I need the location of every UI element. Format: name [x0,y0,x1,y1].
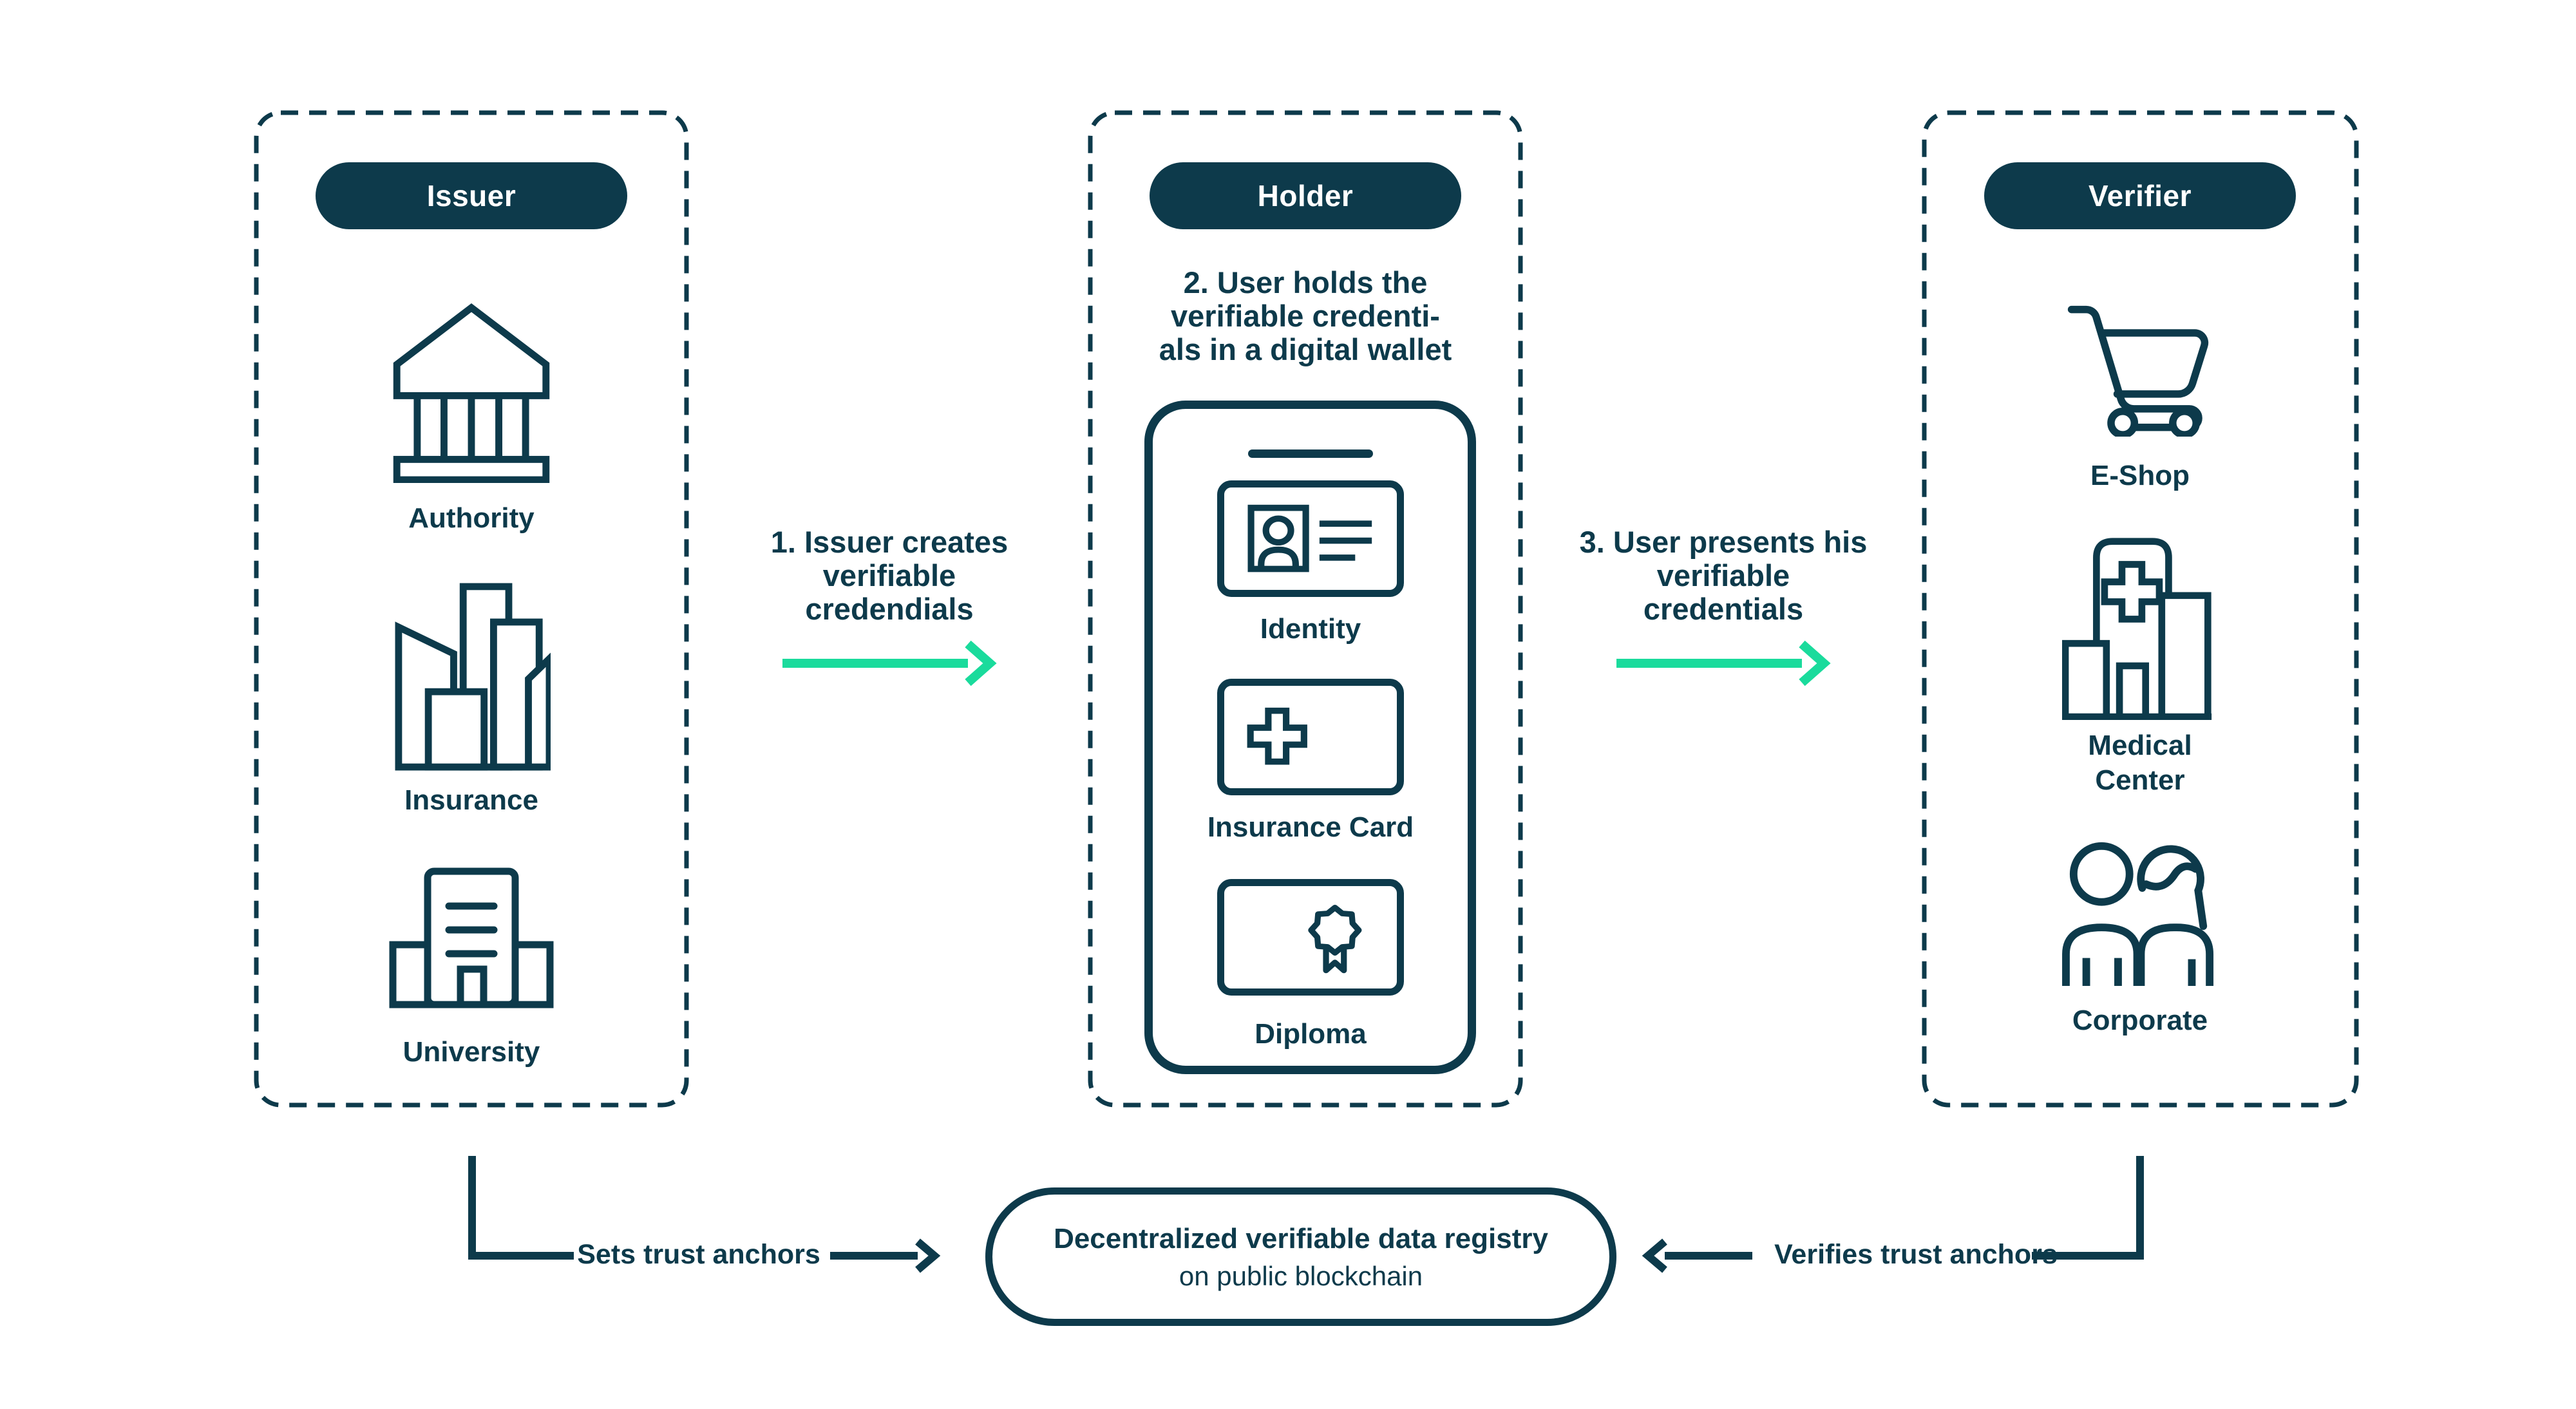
step1-text-line: 1. Issuer creates [770,525,1009,559]
wallet-card-identity [1217,480,1404,597]
issuer-item-insurance-label: Insurance [404,784,538,816]
holder-badge: Holder [1150,162,1461,229]
wallet-card-diploma [1217,879,1404,996]
id-card-icon [1247,504,1372,572]
people-icon [2062,842,2214,987]
step3-text-line: credentials [1643,592,1804,626]
shopping-cart-icon [2067,305,2209,437]
registry-subtitle: on public blockchain [1179,1260,1423,1291]
step3-text-line: verifiable [1656,558,1790,592]
wallet-card-identity-label: Identity [1260,613,1361,645]
verifier-item-eshop-label: E-Shop [2090,460,2190,491]
step1-text-line: verifiable [822,558,956,592]
issuer-badge: Issuer [316,162,627,229]
step1-text: 1. Issuer creates verifiable credendials [735,525,1044,626]
issuer-panel-border [254,110,689,1108]
sets-trust-anchors-label: Sets trust anchors [577,1239,820,1270]
hospital-icon [2062,538,2212,720]
step1-text-line: credendials [805,592,974,626]
issuer-badge-label: Issuer [426,179,516,213]
rosette-seal-icon [1308,904,1362,974]
verifies-trust-arrow-icon [1642,1238,1752,1273]
verifier-registry-connector [2032,1156,2144,1260]
issuer-item-authority-label: Authority [408,502,535,534]
wallet-card-insurance [1217,679,1404,795]
step1-arrow-icon [782,640,997,686]
holder-note-line: 2. User holds the [1183,265,1428,299]
holder-note-line: als in a digital wallet [1159,332,1452,366]
verifier-badge: Verifier [1984,162,2296,229]
issuer-registry-connector [468,1156,574,1260]
smartphone-wallet-frame [1144,401,1476,1074]
step3-arrow-icon [1616,640,1831,686]
city-buildings-icon [395,583,551,771]
step3-text: 3. User presents his verifiable credenti… [1569,525,1878,626]
wallet-card-diploma-label: Diploma [1255,1018,1367,1050]
verifier-item-medical-label: Medical Center [2088,730,2192,796]
university-building-icon [389,867,554,1008]
verifier-item-corporate-label: Corporate [2072,1005,2208,1036]
registry-title: Decentralized verifiable data registry [1054,1222,1548,1254]
sets-trust-arrow-icon [830,1238,941,1273]
issuer-item-university-label: University [402,1036,540,1068]
holder-badge-label: Holder [1257,179,1354,213]
registry-pill: Decentralized verifiable data registry o… [985,1187,1616,1326]
verifies-trust-anchors-label: Verifies trust anchors [1774,1239,2058,1270]
verifier-badge-label: Verifier [2088,179,2192,213]
holder-note-line: verifiable credenti- [1171,299,1440,333]
bank-icon [393,303,550,483]
step3-text-line: 3. User presents his [1579,525,1868,559]
wallet-card-insurance-label: Insurance Card [1207,811,1414,843]
phone-speaker-bar [1248,449,1373,458]
medical-cross-icon [1247,707,1307,765]
verifier-panel-border [1922,110,2359,1108]
holder-panel-border [1088,110,1523,1108]
holder-note: 2. User holds the verifiable credenti- a… [1151,266,1460,366]
